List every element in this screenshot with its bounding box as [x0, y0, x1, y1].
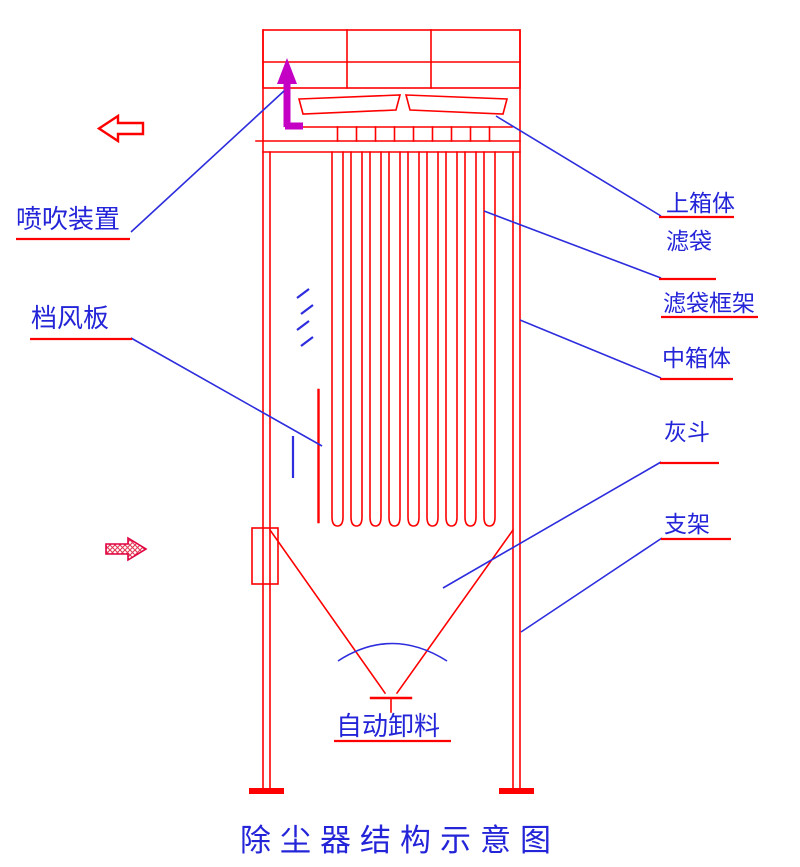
hopper-right-slope — [395, 528, 515, 695]
baffle-plate — [291, 288, 320, 524]
diagram-title: 除尘器结构示意图 — [240, 823, 560, 859]
air-manifold-left — [297, 94, 402, 115]
exhaust-arrow-icon — [96, 113, 145, 144]
pulse-arrowhead — [277, 58, 297, 84]
label-filter-bag: 滤袋 — [666, 229, 712, 255]
inlet-arrow-icon — [105, 536, 148, 562]
flow-mark — [300, 304, 314, 315]
leader-middle-box — [519, 319, 662, 379]
leader-support — [520, 537, 663, 633]
body-walls-and-legs — [249, 29, 534, 794]
filter-bag-shape — [369, 151, 382, 527]
inlet-duct — [251, 527, 279, 585]
pulse-blow-pipe — [286, 126, 513, 142]
label-ash-hopper: 灰斗 — [664, 420, 710, 446]
air-manifold-right — [404, 94, 509, 115]
inlet-duct-box — [251, 527, 279, 585]
label-middle-box: 中箱体 — [662, 346, 731, 372]
leader-ash-hopper — [442, 461, 662, 589]
flow-mark — [296, 288, 310, 299]
filter-bags — [331, 151, 496, 527]
upper-box-outline — [262, 29, 521, 89]
filter-bag-shape — [407, 151, 420, 527]
filter-bag-shape — [445, 151, 458, 527]
filter-bag-shape — [464, 151, 477, 527]
filter-bag-shape — [426, 151, 439, 527]
filter-bag-shape — [388, 151, 401, 527]
material-level-arc — [337, 642, 448, 662]
flow-mark — [296, 320, 310, 331]
upper-box — [262, 29, 521, 115]
leader-filter-bag — [483, 210, 662, 279]
label-bag-cage: 滤袋框架 — [663, 291, 755, 317]
label-upper-box: 上箱体 — [666, 191, 735, 217]
leader-blow-device — [130, 90, 285, 233]
leader-baffle — [130, 337, 323, 447]
leader-upper-box — [495, 115, 662, 217]
pulse-arrow-icon — [277, 58, 303, 130]
label-blow-device: 喷吹装置 — [16, 205, 120, 235]
tube-sheet — [255, 140, 521, 153]
filter-bag-shape — [350, 151, 363, 527]
label-auto-discharge: 自动卸料 — [336, 712, 440, 742]
flow-mark — [300, 336, 314, 347]
label-underlines — [16, 215, 758, 743]
label-baffle: 档风板 — [31, 304, 109, 334]
filter-bag-shape — [483, 151, 496, 527]
leader-lines — [130, 90, 663, 633]
hopper-left-slope — [268, 528, 387, 695]
filter-bag-shape — [331, 151, 344, 527]
label-support: 支架 — [664, 512, 710, 538]
hopper — [268, 528, 515, 713]
